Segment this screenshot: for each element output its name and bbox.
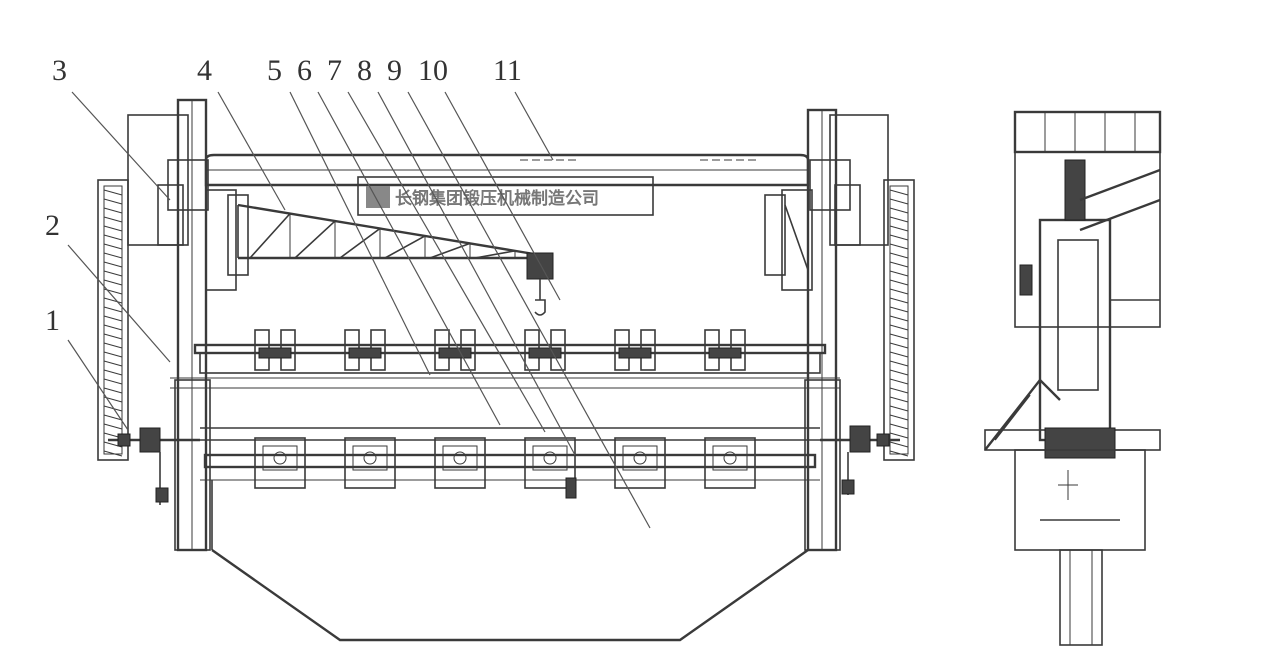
leader-line-4 [217, 91, 286, 211]
callout-1: 1 [45, 304, 129, 431]
right-side-guard [883, 179, 915, 461]
label-11: 11 [493, 54, 522, 87]
label-6: 6 [297, 54, 312, 87]
right-handwheel [820, 425, 900, 495]
leader-line-7 [347, 91, 546, 433]
callout-3: 3 [52, 54, 171, 201]
left-side-guard [97, 179, 129, 461]
label-3: 3 [52, 54, 67, 87]
nameplate: 长钢集团锻压机械制造公司 [357, 176, 654, 216]
label-8: 8 [357, 54, 372, 87]
right-housing [781, 108, 889, 552]
leader-line-1 [67, 339, 129, 431]
label-9: 9 [387, 54, 402, 87]
lower-beam [200, 427, 820, 499]
callout-11: 11 [493, 54, 554, 161]
upper-ram [170, 329, 840, 389]
callout-5: 5 [267, 54, 431, 376]
leader-line-2 [67, 244, 171, 363]
nameplate-text: 长钢集团锻压机械制造公司 [395, 188, 599, 209]
top-beam [204, 153, 810, 187]
callout-7: 7 [327, 54, 546, 433]
leader-line-11 [514, 91, 554, 161]
leader-line-8 [377, 91, 576, 456]
jib-crane-truss [227, 194, 809, 276]
label-1: 1 [45, 304, 60, 337]
callout-9: 9 [387, 54, 651, 529]
lower-trough [211, 480, 809, 642]
left-housing [127, 98, 237, 552]
label-5: 5 [267, 54, 282, 87]
leader-line-6 [317, 91, 501, 426]
callout-8: 8 [357, 54, 576, 456]
leader-line-10 [444, 91, 561, 301]
hoist-hook [526, 252, 554, 316]
side-view [984, 110, 1162, 646]
callout-2: 2 [45, 209, 171, 363]
leader-line-5 [289, 91, 431, 376]
leader-line-9 [407, 91, 651, 529]
callout-4: 4 [197, 54, 286, 211]
callout-10: 10 [418, 54, 561, 301]
label-4: 4 [197, 54, 212, 87]
label-7: 7 [327, 54, 342, 87]
leader-line-3 [71, 91, 171, 201]
callout-6: 6 [297, 54, 501, 426]
label-2: 2 [45, 209, 60, 242]
label-10: 10 [418, 54, 448, 87]
front-view: 长钢集团锻压机械制造公司 [97, 98, 915, 642]
left-handwheel [108, 427, 200, 505]
